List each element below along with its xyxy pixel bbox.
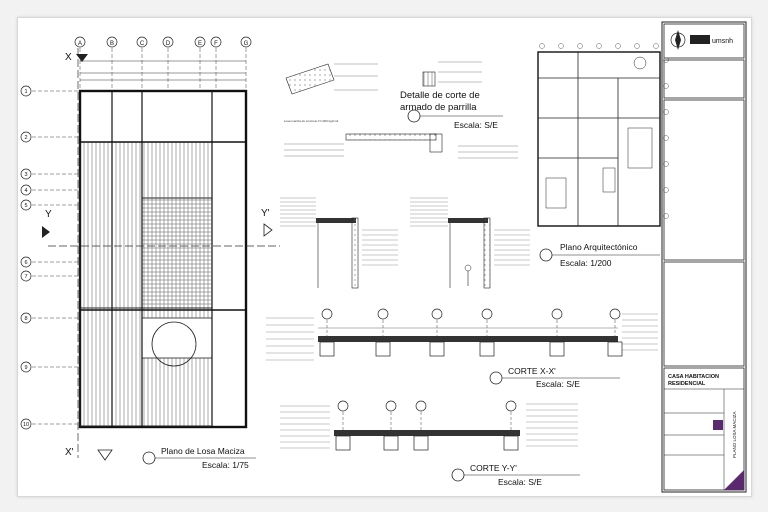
grid-row-bubble	[20, 168, 32, 180]
grid-row-bubble	[20, 312, 32, 324]
grid-col-bubble	[194, 36, 206, 48]
architectural-plan: Plano Arquitectónico Escala: 1/200	[537, 43, 669, 268]
slab-note: Losa maciza de concreto f'c=200 kg/cm2	[284, 119, 339, 123]
grid-col-bubble	[240, 36, 252, 48]
section-y-scale: Escala: S/E	[498, 477, 542, 487]
section-grid-bubble	[385, 400, 397, 412]
section-grid-bubble	[505, 400, 517, 412]
column-grid: A B C D E F G	[74, 36, 252, 91]
grid-row-label: 8	[24, 316, 27, 322]
rebar-detail: Detalle de corte de armado de parrilla E…	[284, 61, 518, 159]
grid-col-label: D	[166, 41, 171, 47]
detail-scale: Escala: S/E	[454, 120, 498, 130]
section-y-title: CORTE Y-Y'	[470, 463, 517, 473]
grid-col-bubble	[210, 36, 222, 48]
logo-block	[690, 35, 710, 44]
grid-row-label: 5	[24, 203, 27, 209]
grid-col-label: B	[110, 41, 114, 47]
title-side-text: PLANO LOSA MACIZA	[732, 411, 737, 458]
section-x-title: CORTE X-X'	[508, 366, 556, 376]
grid-row-bubble	[20, 361, 32, 373]
grid-row-bubble	[20, 199, 32, 211]
arch-plan-title: Plano Arquitectónico	[560, 242, 638, 252]
arch-plan-scale: Escala: 1/200	[560, 258, 612, 268]
slab-plan-scale: Escala: 1/75	[202, 460, 249, 470]
grid-row-label: 6	[24, 260, 27, 266]
section-y2-label: Y'	[261, 208, 270, 219]
grid-row-label: 9	[24, 365, 27, 371]
section-y: CORTE Y-Y' Escala: S/E	[280, 400, 580, 487]
slab-plan: A B C D E F G 1 2 3 4 5 6 7 8 9 10 X X' Y Y'	[20, 36, 280, 470]
grid-row-bubble	[20, 418, 32, 430]
grid-row-label: 4	[24, 188, 27, 194]
wall-sections	[280, 197, 530, 289]
grid-col-label: E	[198, 41, 202, 47]
section-grid-bubble	[551, 308, 563, 320]
title-block: umsnh CASA HABITACION RESIDENCIAL PLANO …	[661, 21, 747, 493]
section-x-scale: Escala: S/E	[536, 379, 580, 389]
compass-icon	[670, 30, 686, 50]
grid-row-label: 10	[23, 422, 29, 428]
grid-row-bubble	[20, 256, 32, 268]
section-x-label: X	[65, 52, 72, 63]
grid-col-bubble	[106, 36, 118, 48]
grid-row-bubble	[20, 270, 32, 282]
section-grid-bubble	[481, 308, 493, 320]
detail-title-line2: armado de parrilla	[400, 102, 477, 113]
section-grid-bubble	[321, 308, 333, 320]
project-line1: CASA HABITACION	[668, 374, 719, 380]
grid-col-bubble	[162, 36, 174, 48]
section-x2-label: X'	[65, 447, 74, 458]
drawing-canvas: A B C D E F G 1 2 3 4 5 6 7 8 9 10 X X' Y Y'	[20, 21, 747, 493]
grid-col-label: A	[78, 41, 82, 47]
grid-col-bubble	[136, 36, 148, 48]
grid-row-bubble	[20, 131, 32, 143]
logo-text: umsnh	[712, 38, 733, 45]
grid-row-label: 3	[24, 172, 27, 178]
grid-col-bubble	[74, 36, 86, 48]
section-y-label: Y	[45, 209, 52, 220]
section-grid-bubble	[609, 308, 621, 320]
section-x: CORTE X-X' Escala: S/E	[266, 308, 658, 389]
grid-col-label: F	[214, 41, 218, 47]
grid-row-bubble	[20, 184, 32, 196]
grid-col-label: C	[140, 41, 145, 47]
detail-title-line1: Detalle de corte de	[400, 90, 480, 101]
slab-plan-title: Plano de Losa Maciza	[161, 446, 245, 456]
section-grid-bubble	[337, 400, 349, 412]
row-grid: 1 2 3 4 5 6 7 8 9 10	[20, 85, 80, 430]
section-grid-bubble	[377, 308, 389, 320]
grid-row-label: 2	[24, 135, 27, 141]
seal-icon	[713, 420, 723, 430]
drawing-sheet: A B C D E F G 1 2 3 4 5 6 7 8 9 10 X X' Y Y'	[17, 17, 752, 497]
grid-row-label: 1	[24, 89, 27, 95]
project-line2: RESIDENCIAL	[668, 381, 706, 387]
grid-row-bubble	[20, 85, 32, 97]
section-grid-bubble	[431, 308, 443, 320]
grid-col-label: G	[244, 41, 249, 47]
section-grid-bubble	[415, 400, 427, 412]
corner-badge	[724, 470, 744, 490]
grid-row-label: 7	[24, 274, 27, 280]
